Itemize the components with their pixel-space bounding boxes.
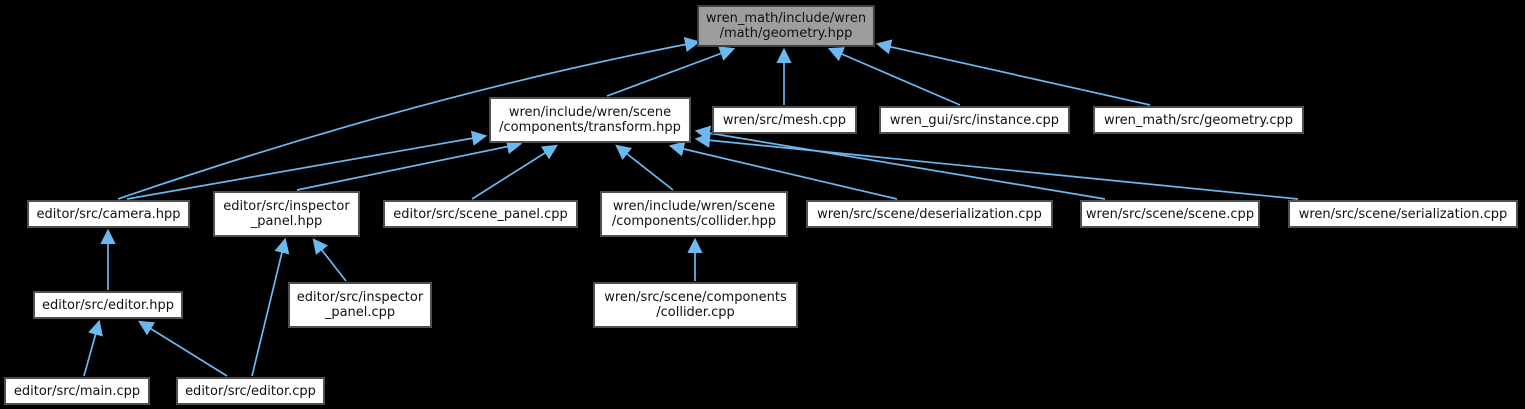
edge-scene-cpp-transform-hpp [694,125,1106,200]
node-collider-hpp[interactable]: wren/include/wren/scene /components/coll… [600,191,788,237]
node-scene-panel-cpp[interactable]: editor/src/scene_panel.cpp [383,200,578,228]
node-geometry-src-cpp[interactable]: wren_math/src/geometry.cpp [1093,106,1304,134]
edge-editor-cpp-inspector-panel-hpp [251,237,290,377]
node-editor-hpp[interactable]: editor/src/editor.hpp [33,291,183,319]
node-serialization-cpp[interactable]: wren/src/scene/serialization.cpp [1288,200,1518,228]
node-editor-cpp[interactable]: editor/src/editor.cpp [176,377,325,405]
node-inspector-panel-cpp[interactable]: editor/src/inspector _panel.cpp [288,282,432,328]
edge-transform-hpp-geometry-hpp [606,46,736,97]
edge-editor-cpp-editor-hpp [138,320,228,377]
node-mesh-cpp[interactable]: wren/src/mesh.cpp [712,106,857,134]
edge-main-cpp-editor-hpp [83,319,103,377]
edge-serialization-cpp-transform-hpp [694,132,1299,200]
node-collider-cpp[interactable]: wren/src/scene/components /collider.cpp [593,282,798,328]
edge-geometry-src-cpp-geometry-hpp [875,39,1151,106]
node-transform-hpp[interactable]: wren/include/wren/scene /components/tran… [489,97,691,143]
node-instance-cpp[interactable]: wren_gui/src/instance.cpp [879,106,1070,134]
node-scene-cpp[interactable]: wren/src/scene/scene.cpp [1080,200,1260,228]
node-inspector-panel-hpp[interactable]: editor/src/inspector _panel.hpp [213,191,360,237]
node-deserialization-cpp[interactable]: wren/src/scene/deserialization.cpp [806,200,1053,228]
edge-inspector-panel-cpp-inspector-panel-hpp [312,238,347,282]
edge-camera-hpp-geometry-hpp [117,36,701,200]
node-geometry-hpp[interactable]: wren_math/include/wren /math/geometry.hp… [697,5,875,47]
node-main-cpp[interactable]: editor/src/main.cpp [4,377,150,405]
edge-collider-hpp-transform-hpp [615,144,674,191]
edge-deserialization-cpp-transform-hpp [668,141,898,200]
edge-scene-panel-cpp-transform-hpp [471,144,558,200]
node-camera-hpp[interactable]: editor/src/camera.hpp [27,200,190,228]
edge-instance-cpp-geometry-hpp [827,47,961,106]
edge-camera-hpp-transform-hpp [126,130,488,200]
edge-inspector-panel-hpp-transform-hpp [296,139,523,191]
